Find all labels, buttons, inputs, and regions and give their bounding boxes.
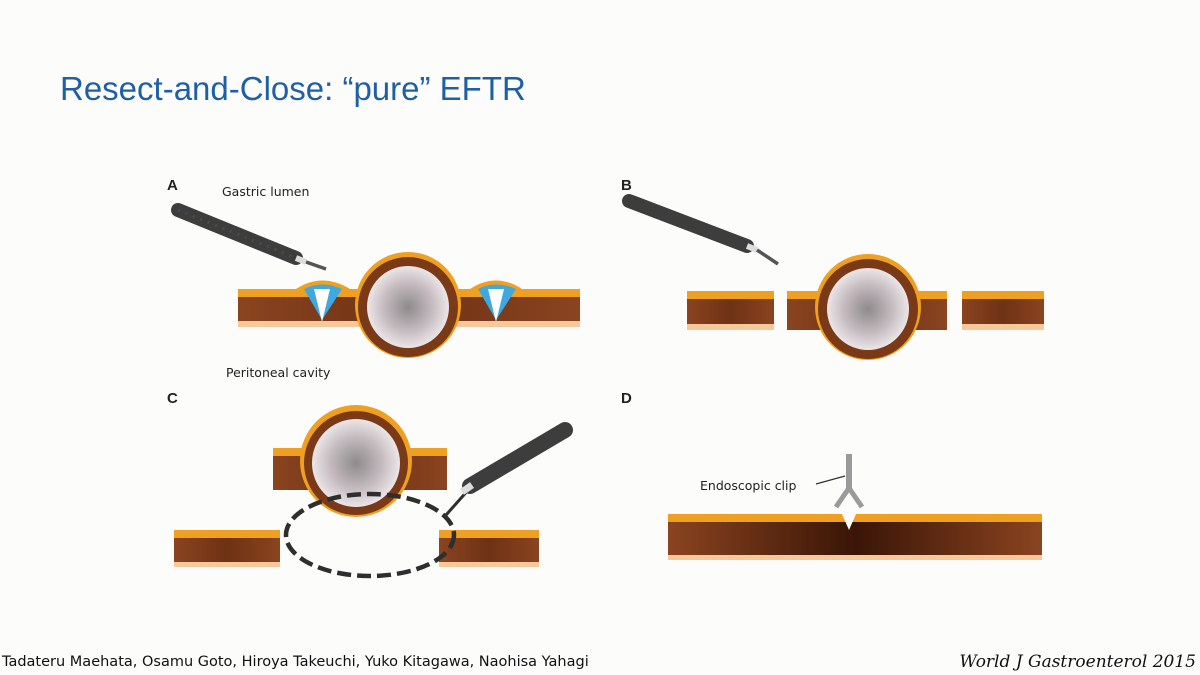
- gastric-lumen-label: Gastric lumen: [222, 184, 309, 199]
- panel-b: B: [621, 177, 1044, 360]
- clip-icon: [833, 454, 865, 509]
- footer-authors: Tadateru Maehata, Osamu Goto, Hiroya Tak…: [2, 654, 589, 670]
- panel-d: D Endoscopic clip: [621, 390, 1042, 560]
- endoscopic-clip-label: Endoscopic clip: [700, 478, 797, 493]
- gastric-wall-left-segment: [687, 291, 774, 330]
- closed-gastric-wall: [668, 514, 1042, 560]
- endoscope: [171, 203, 327, 271]
- incision-right: [470, 280, 522, 322]
- endoscope-b: [622, 194, 779, 266]
- gastric-wall-right-segment-c: [439, 530, 539, 567]
- panel-letter-c: C: [167, 390, 178, 407]
- resected-segment: [787, 254, 947, 360]
- gastric-wall-left-segment-c: [174, 530, 280, 567]
- endoscope-c: [459, 422, 573, 495]
- panel-letter-b: B: [621, 177, 632, 194]
- tumor: [355, 252, 461, 358]
- panel-letter-a: A: [167, 177, 178, 194]
- panel-c: C: [167, 390, 573, 579]
- resected-specimen: [273, 405, 447, 517]
- footer-journal: World J Gastroenterol 2015: [959, 652, 1196, 672]
- incision-left: [296, 280, 350, 322]
- peritoneal-cavity-label: Peritoneal cavity: [226, 365, 331, 380]
- slide-title: Resect-and-Close: “pure” EFTR: [60, 70, 526, 107]
- panel-letter-d: D: [621, 390, 632, 407]
- panel-a: A Gastric lumen Peritoneal cavity: [167, 177, 580, 380]
- gastric-wall-right-segment: [962, 291, 1044, 330]
